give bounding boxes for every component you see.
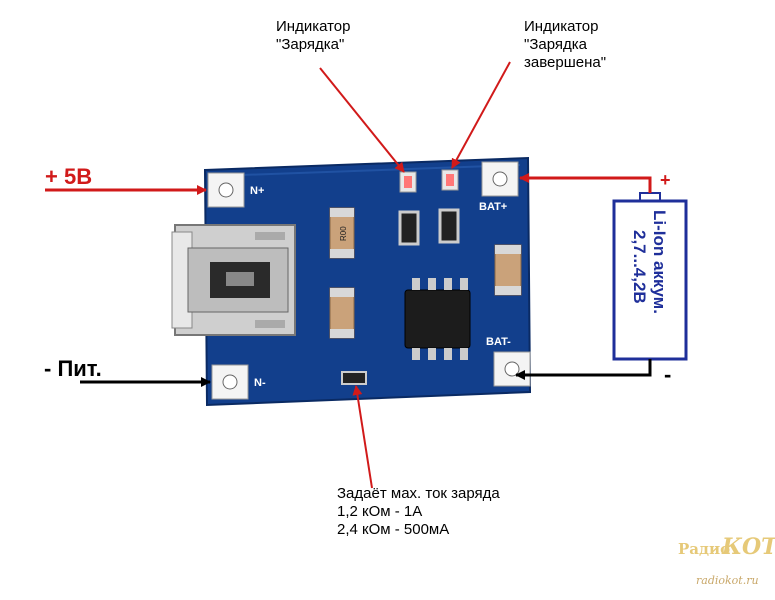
label-indicator-done: Индикатор "Зарядка завершена" bbox=[524, 18, 606, 72]
pad-bat-minus bbox=[493, 351, 531, 387]
charger-ic bbox=[404, 278, 471, 360]
watermark-logo-right: КОТ bbox=[722, 534, 775, 560]
label-indicator-done-line3: завершена" bbox=[524, 54, 607, 71]
label-indicator-done-line1: Индикатор bbox=[524, 18, 599, 35]
capacitor-left-top bbox=[329, 207, 355, 259]
label-plus-5v: + 5В bbox=[45, 164, 93, 189]
label-battery-minus: - bbox=[664, 362, 672, 387]
pad-n-minus bbox=[211, 364, 249, 400]
arrow-current-resistor bbox=[352, 385, 373, 489]
battery-type: Li-Ion аккум. bbox=[650, 210, 669, 314]
battery-symbol: Li-Ion аккум. 2,7...4,2В bbox=[612, 192, 688, 361]
label-minus-power: - Пит. bbox=[44, 356, 102, 381]
arrow-bat-minus bbox=[515, 359, 652, 380]
led-charged bbox=[441, 169, 459, 191]
mini-usb-connector bbox=[171, 224, 296, 336]
capacitor-right bbox=[494, 244, 522, 296]
arrows bbox=[45, 61, 652, 489]
current-set-resistor bbox=[341, 371, 367, 385]
label-indicator-done-line2: "Зарядка bbox=[524, 36, 588, 53]
label-current-setting-line3: 2,4 кОм - 500мА bbox=[337, 521, 450, 538]
label-indicator-charging: Индикатор "Зарядка" bbox=[276, 18, 351, 54]
led-charging bbox=[399, 171, 417, 193]
silk-n-minus: N- bbox=[254, 377, 266, 389]
pad-bat-plus bbox=[481, 161, 519, 197]
arrow-bat-plus bbox=[519, 173, 652, 193]
watermark-logo-left: Радио bbox=[678, 540, 731, 558]
label-battery-plus: + bbox=[660, 170, 671, 190]
capacitor-left-bottom bbox=[329, 287, 355, 339]
label-current-setting-line2: 1,2 кОм - 1А bbox=[337, 503, 423, 520]
battery-voltage: 2,7...4,2В bbox=[630, 230, 649, 304]
label-current-setting: Задаёт мах. ток заряда 1,2 кОм - 1А 2,4 … bbox=[337, 485, 500, 539]
label-indicator-charging-line1: Индикатор bbox=[276, 18, 351, 35]
watermark-site: radiokot.ru bbox=[696, 574, 759, 587]
label-current-setting-line1: Задаёт мах. ток заряда bbox=[337, 485, 500, 502]
resistor-top-left bbox=[398, 210, 420, 246]
pad-n-plus bbox=[207, 172, 245, 208]
resistor-code: R00 bbox=[339, 226, 348, 241]
resistor-top-right bbox=[438, 208, 460, 244]
silk-n-plus: N+ bbox=[250, 185, 264, 197]
arrow-led-charging bbox=[319, 67, 405, 173]
label-indicator-charging-line2: "Зарядка" bbox=[276, 36, 345, 53]
silk-bat-minus: BAT- bbox=[486, 336, 511, 348]
silk-bat-plus: BAT+ bbox=[479, 201, 507, 213]
arrow-led-charged bbox=[451, 61, 511, 169]
